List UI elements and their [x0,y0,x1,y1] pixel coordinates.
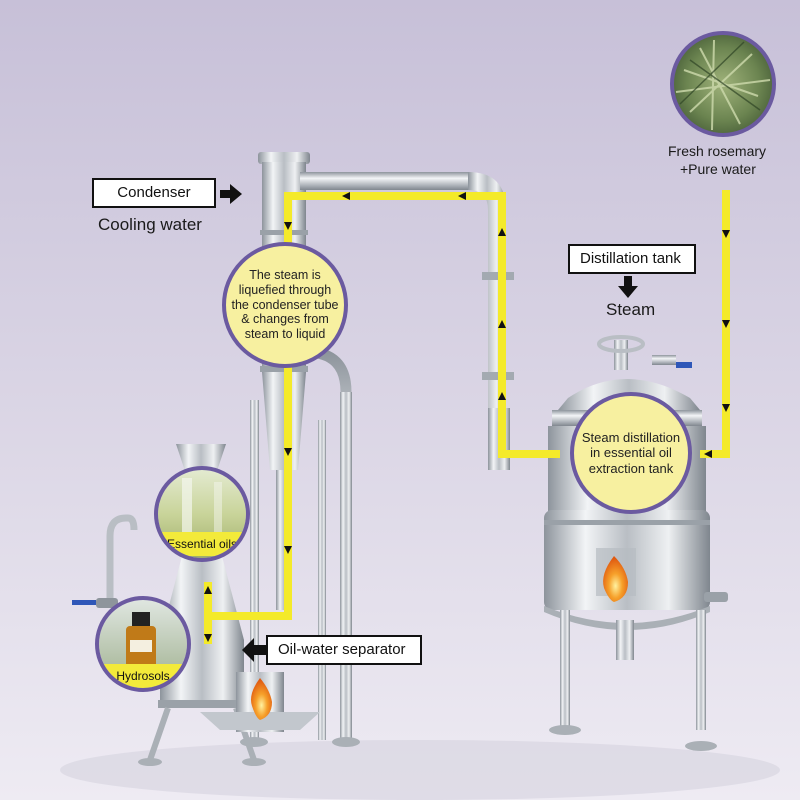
steam-label: Steam [606,300,656,319]
flame-icon [251,678,272,720]
distillation-tank-label: Distillation tank [568,244,696,274]
pointer-arrows [220,184,638,662]
flame-icon [603,556,628,602]
oil-water-separator-label: Oil-water separator [266,635,422,665]
bubble-line: Steam distillation [581,430,681,445]
tank-steam-bubble: Steam distillation in essential oil extr… [570,392,692,514]
bubble-line: liquefied through [238,282,332,297]
pure-water-label: +Pure water [680,161,756,177]
bubble-line: & changes from [241,312,329,327]
rosemary-photo [672,33,774,135]
fresh-rosemary-label: Fresh rosemary [668,143,767,159]
essential-oils-tag: Essential oils [158,532,246,556]
condenser-steam-bubble: The steam is liquefied through the conde… [222,242,348,368]
bubble-line: The steam is [249,268,321,283]
bubble-line: in essential oil [590,445,672,461]
condenser-label: Condenser [92,178,216,208]
bubble-line: steam to liquid [244,327,326,342]
hydrosols-circle: Hydrosols [95,596,191,692]
bubble-line: the condenser tube [231,297,339,312]
essential-oils-circle: Essential oils [154,466,250,562]
hydrosols-tag: Hydrosols [99,664,187,688]
cooling-water-label: Cooling water [98,215,202,234]
bubble-line: extraction tank [588,460,674,476]
flow-arrows [204,192,730,642]
